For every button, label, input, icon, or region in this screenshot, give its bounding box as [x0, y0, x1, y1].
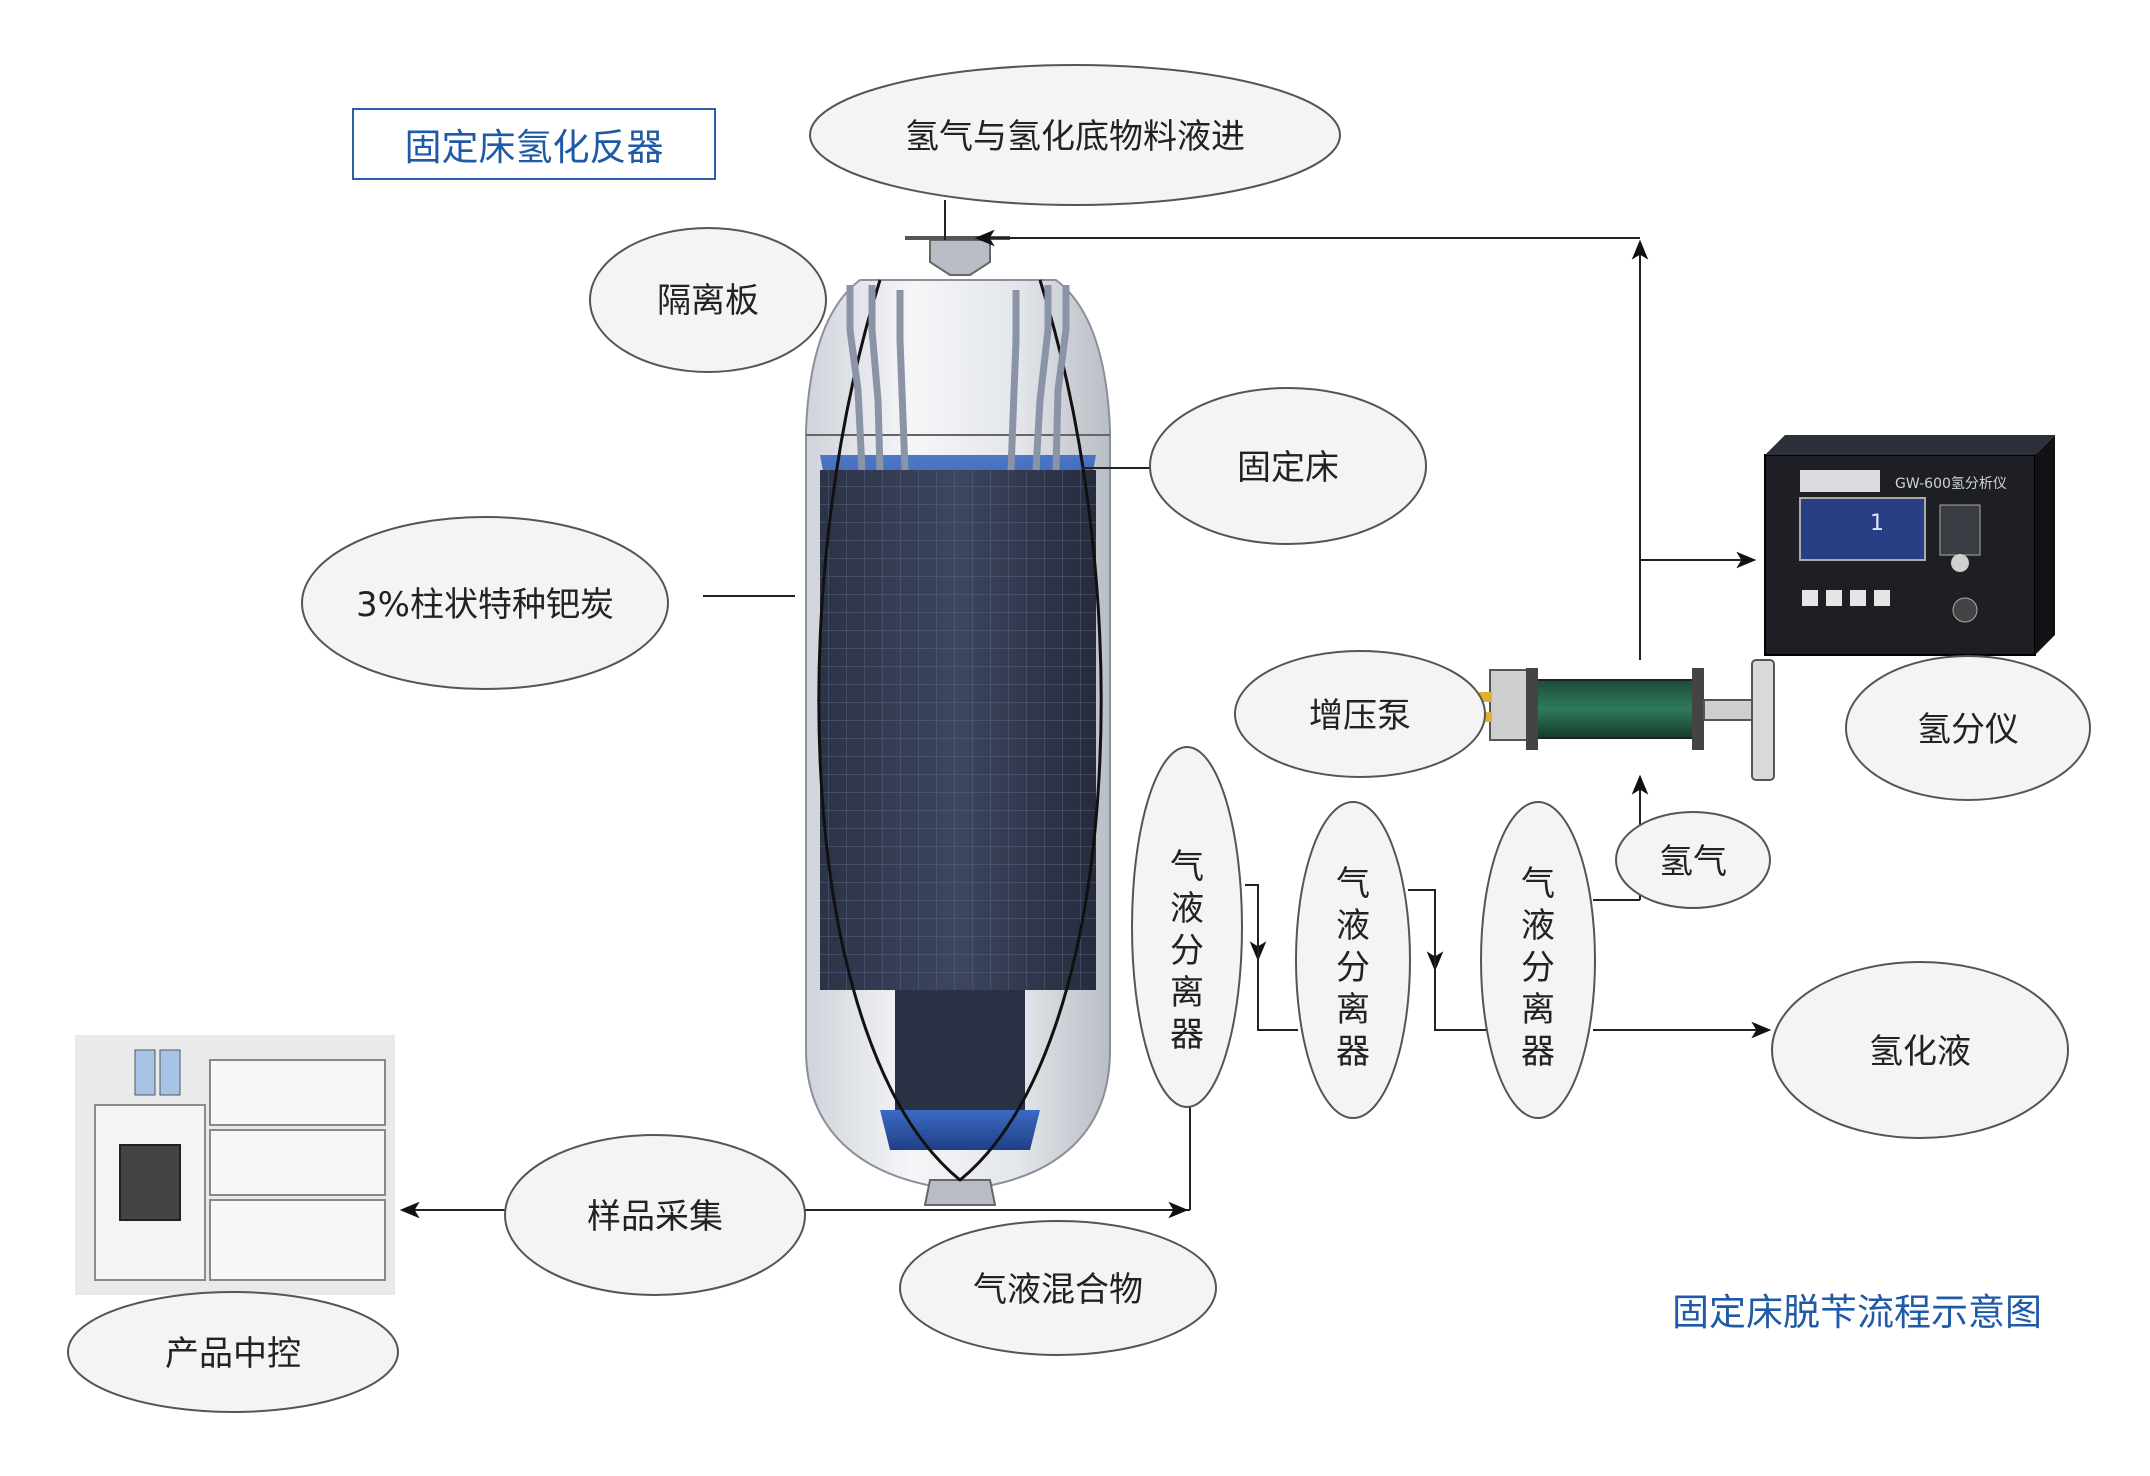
node-separator-2-char-4: 器	[1336, 1032, 1370, 1072]
flow-lines	[399, 200, 1772, 1219]
node-booster-pump: 增压泵	[1234, 650, 1486, 778]
node-separator-3: 气 液 分 离 器	[1480, 801, 1596, 1119]
node-separator-1-char-3: 离	[1170, 973, 1204, 1013]
node-fixed-bed: 固定床	[1149, 387, 1427, 545]
analyzer-button-4	[1874, 590, 1890, 606]
node-hydrogenated-liquid-label: 氢化液	[1869, 1032, 1971, 1072]
analyzer-screen	[1799, 497, 1926, 561]
node-separator-3-char-0: 气	[1521, 864, 1555, 904]
node-separator-1-char-4: 器	[1170, 1015, 1204, 1055]
node-separator-3-char-1: 液	[1521, 906, 1555, 946]
analyzer-logo	[1800, 470, 1880, 492]
node-separator-plate-label: 隔离板	[657, 281, 759, 321]
node-booster-pump-label: 增压泵	[1309, 696, 1411, 736]
node-separator-1-char-0: 气	[1170, 847, 1204, 887]
analyzer-dial	[1952, 597, 1978, 623]
analyzer-button-1	[1802, 590, 1818, 606]
node-separator-2-char-3: 离	[1336, 990, 1370, 1030]
node-sample-collection: 样品采集	[504, 1134, 806, 1296]
node-hydrogen: 氢气	[1615, 811, 1771, 909]
reactor-title-box: 固定床氢化反器	[352, 108, 716, 180]
node-inlet-label: 氢气与氢化底物料液进	[905, 117, 1245, 157]
node-h2-analyzer-label: 氢分仪	[1917, 710, 2019, 750]
node-separator-3-char-4: 器	[1521, 1032, 1555, 1072]
sep2-to-sep3-line-b	[1434, 950, 1493, 1031]
node-product-control-label: 产品中控	[165, 1334, 301, 1374]
reactor-vessel	[805, 236, 1111, 1206]
node-product-control: 产品中控	[67, 1291, 399, 1413]
node-separator-1: 气 液 分 离 器	[1131, 746, 1243, 1108]
node-sample-collection-label: 样品采集	[587, 1197, 723, 1237]
node-h2-analyzer: 氢分仪	[1845, 655, 2091, 801]
node-inlet: 氢气与氢化底物料液进	[809, 64, 1341, 206]
sep1-to-sep2-line-b	[1257, 940, 1298, 1031]
booster-pump-image	[1470, 659, 1775, 781]
analyzer-knob	[1951, 554, 1969, 572]
node-separator-2-char-0: 气	[1336, 864, 1370, 904]
node-catalyst: 3%柱状特种钯炭	[301, 516, 669, 690]
node-separator-2: 气 液 分 离 器	[1295, 801, 1411, 1119]
hplc-instrument-image	[75, 1035, 395, 1295]
node-separator-2-char-2: 分	[1336, 948, 1370, 988]
node-hydrogenated-liquid: 氢化液	[1771, 961, 2069, 1139]
node-gas-liquid-mixture-label: 气液混合物	[973, 1270, 1143, 1310]
node-separator-1-char-2: 分	[1170, 931, 1204, 971]
node-fixed-bed-label: 固定床	[1237, 448, 1339, 488]
node-separator-plate: 隔离板	[589, 227, 827, 373]
reactor-title-text: 固定床氢化反器	[404, 126, 664, 169]
sep2-to-sep3-arrow-a	[1408, 889, 1444, 972]
sep1-to-sep2-arrow-a	[1245, 884, 1267, 962]
node-separator-2-char-1: 液	[1336, 906, 1370, 946]
node-gas-liquid-mixture: 气液混合物	[899, 1220, 1217, 1356]
node-separator-3-char-3: 离	[1521, 990, 1555, 1030]
node-hydrogen-label: 氢气	[1659, 842, 1727, 882]
analyzer-reading: 1	[1870, 511, 1884, 536]
analyzer-button-3	[1850, 590, 1866, 606]
node-catalyst-label: 3%柱状特种钯炭	[356, 585, 614, 625]
node-separator-1-char-1: 液	[1170, 889, 1204, 929]
diagram-caption: 固定床脱苄流程示意图	[1672, 1291, 2042, 1334]
node-separator-3-char-2: 分	[1521, 948, 1555, 988]
analyzer-button-2	[1826, 590, 1842, 606]
hydrogen-analyzer-image: GW-600氢分析仪 1	[1764, 435, 2055, 656]
analyzer-header: GW-600氢分析仪	[1895, 476, 2007, 492]
